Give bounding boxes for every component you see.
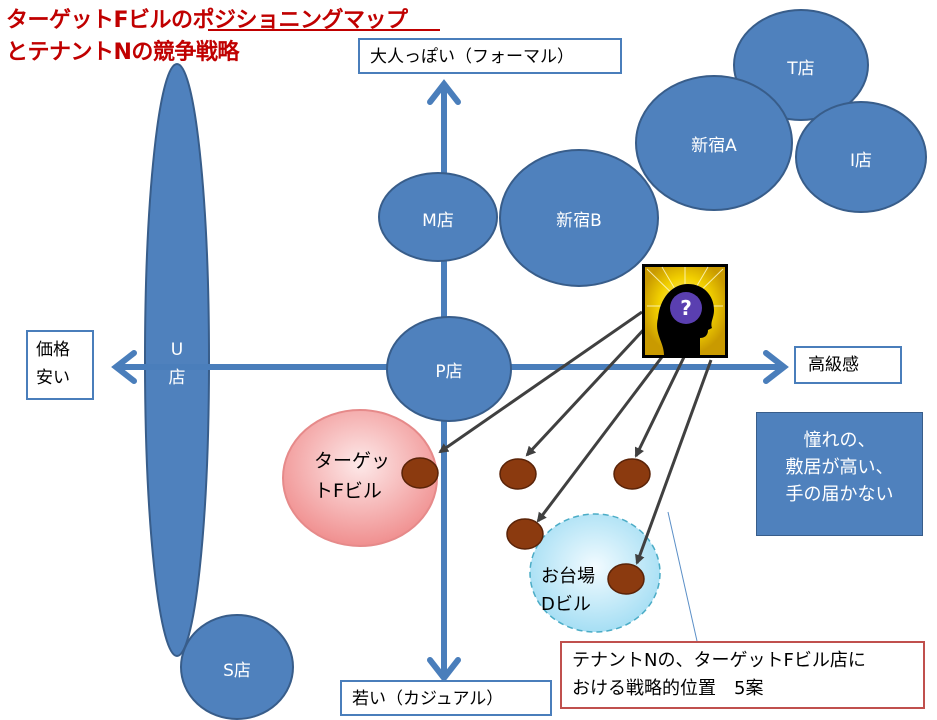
option-2 xyxy=(499,458,537,490)
store-m-label: M店 xyxy=(422,211,454,231)
option-3 xyxy=(613,458,651,490)
store-p xyxy=(386,316,512,422)
target-f-label: ターゲッ トFビル xyxy=(314,450,391,502)
odaiba-d-building xyxy=(529,513,661,633)
store-i xyxy=(795,101,927,213)
tenant-strategy-note: テナントNの、ターゲットFビル店に おける戦略的位置 5案 xyxy=(560,641,925,709)
store-shinjuku-a xyxy=(635,75,793,211)
odaiba-d-label: お台場 Dビル xyxy=(541,566,595,615)
store-t xyxy=(733,9,869,121)
store-shinjuku-a-label: 新宿A xyxy=(691,136,737,156)
title-line2: とテナントNの競争戦略 xyxy=(6,40,239,65)
aspiration-note: 憧れの、 敷居が高い、 手の届かない xyxy=(756,412,923,536)
title-line1: ターゲットFビルのポジショニングマップ xyxy=(6,8,408,33)
store-p-label: P店 xyxy=(435,362,463,382)
axis-left-label: 価格 安い xyxy=(26,330,94,400)
axis-top-label: 大人っぽい（フォーマル） xyxy=(358,38,622,74)
question-head-icon: ? xyxy=(642,264,728,358)
option-4 xyxy=(506,518,544,550)
option-1 xyxy=(401,457,439,489)
axis-bottom-label: 若い（カジュアル） xyxy=(340,680,552,716)
store-m xyxy=(378,172,498,262)
title-underline xyxy=(208,29,440,31)
store-shinjuku-b xyxy=(499,149,659,287)
strategic-options xyxy=(401,457,651,595)
option-5 xyxy=(607,563,645,595)
store-u xyxy=(144,63,210,657)
callout-line xyxy=(667,511,698,642)
store-s xyxy=(180,614,294,720)
store-s-label: S店 xyxy=(223,661,251,681)
axis-right-label: 高級感 xyxy=(794,346,902,384)
store-i-label: I店 xyxy=(849,151,872,171)
option-arrows xyxy=(438,310,713,565)
svg-text:?: ? xyxy=(680,296,692,320)
store-u-label: U 店 xyxy=(168,340,186,388)
store-shinjuku-b-label: 新宿B xyxy=(556,211,602,231)
store-t-label: T店 xyxy=(787,59,815,79)
